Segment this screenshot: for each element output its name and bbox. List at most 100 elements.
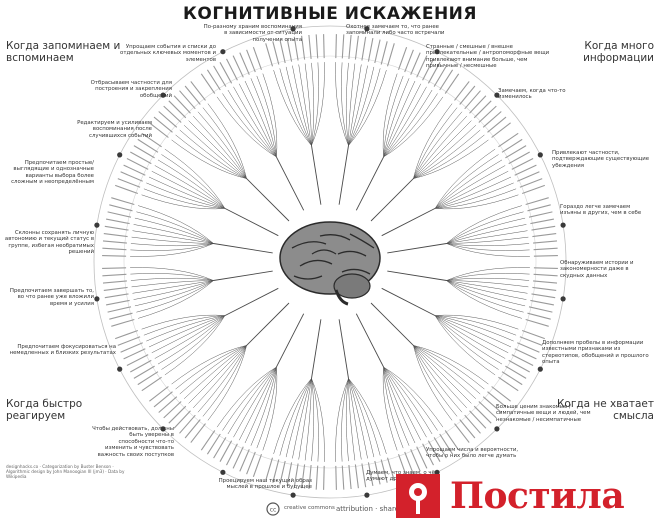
bias-label-mark <box>348 34 352 59</box>
bias-label-mark <box>104 225 129 231</box>
branch-leaf <box>341 378 349 462</box>
category-dot <box>537 152 543 158</box>
bias-label-mark <box>102 273 127 277</box>
bias-label-mark <box>133 365 155 379</box>
category-dot <box>560 222 566 228</box>
branch-leaf <box>335 62 349 146</box>
bias-label-mark <box>335 34 337 59</box>
branch-leaf <box>383 367 404 449</box>
bias-label-mark <box>149 122 169 138</box>
branch-leaf <box>383 367 416 444</box>
branch-leaf <box>311 62 319 146</box>
branch-leaf <box>183 125 247 179</box>
bias-label-mark <box>103 233 128 238</box>
category-dot <box>117 152 123 158</box>
branch-leaf <box>233 366 277 438</box>
bias-label-mark <box>153 391 173 408</box>
bias-label-mark <box>532 233 557 238</box>
bias-label-mark <box>279 39 286 64</box>
branch-leaf <box>133 280 214 300</box>
branch-leaf <box>207 345 247 421</box>
bias-label-mark <box>335 465 337 490</box>
note-simplify-probabilities: Упрощаем числа и вероятности, чтобы о ни… <box>426 447 519 460</box>
branch-leaf <box>292 65 312 146</box>
branch-leaf <box>188 120 247 179</box>
quadrant-label-act-fast: Когда быстро реагируем <box>6 398 83 422</box>
bias-label-mark <box>511 354 534 366</box>
note-confidence: Чтобы действовать, должны быть уверены в… <box>92 426 174 458</box>
branch-leaf <box>446 280 526 307</box>
branch-leaf <box>143 188 225 209</box>
watermark-text: Постила <box>450 475 625 517</box>
branch-leaf <box>383 367 410 446</box>
branch-leaf <box>161 154 226 209</box>
branch-leaf <box>446 205 522 244</box>
bias-label-mark <box>279 460 286 485</box>
bias-label-mark <box>168 100 187 119</box>
bias-label-mark <box>533 267 558 269</box>
branch-leaf <box>446 273 530 281</box>
branch-leaf <box>146 315 225 342</box>
branch-trunk <box>213 270 273 281</box>
bias-label-mark <box>505 365 527 379</box>
branch-leaf <box>345 378 349 462</box>
bias-label-mark <box>427 440 441 462</box>
branch-leaf <box>348 378 387 454</box>
branch-leaf <box>435 315 512 348</box>
bias-label-mark <box>530 218 555 225</box>
bias-label-mark <box>323 465 325 490</box>
branch-leaf <box>151 315 226 354</box>
bias-label-mark <box>501 138 523 153</box>
branch-trunk <box>338 145 349 205</box>
branch-leaf <box>413 103 453 179</box>
branch-leaf <box>383 86 427 158</box>
page-title: КОГНИТИВНЫЕ ИСКАЖЕНИЯ <box>182 4 477 24</box>
bias-label-mark <box>380 41 388 65</box>
bias-label-mark <box>123 348 146 360</box>
bias-label-mark <box>533 255 558 257</box>
branch-leaf <box>183 345 247 399</box>
bias-label-mark <box>104 293 129 299</box>
bias-label-mark <box>522 329 545 340</box>
watermark: Постила <box>392 468 654 524</box>
branch-leaf <box>222 366 277 431</box>
bias-label-mark <box>130 359 152 373</box>
bias-label-mark <box>158 111 178 128</box>
note-sunk-cost: Предпочитаем завершать то, во что ранее … <box>9 288 94 307</box>
bias-label-mark <box>501 371 523 386</box>
bias-label-mark <box>478 105 497 123</box>
category-dot <box>220 49 226 55</box>
branch-trunk <box>355 313 385 368</box>
branch-trunk <box>311 319 322 379</box>
branch-leaf <box>193 115 247 179</box>
branch-leaf <box>273 378 312 454</box>
bias-label-mark <box>416 446 428 469</box>
bias-label-mark <box>272 459 280 483</box>
branch-leaf <box>383 366 444 428</box>
branch-leaf <box>413 345 453 421</box>
branch-leaf <box>446 230 528 244</box>
bias-label-mark <box>206 433 221 455</box>
bias-label-mark <box>226 58 238 81</box>
bias-label-mark <box>163 401 182 419</box>
branch-leaf <box>132 280 214 294</box>
bias-label-mark <box>105 218 130 225</box>
bias-label-mark <box>464 90 481 110</box>
branch-leaf <box>413 345 477 399</box>
branch-leaf <box>143 315 225 336</box>
note-discard-specifics: Отбрасываем частности для построения и з… <box>90 80 172 99</box>
branch-leaf <box>227 366 277 435</box>
bias-label-mark <box>444 430 460 451</box>
bias-label-mark <box>508 151 530 165</box>
branch-trunk <box>387 243 447 254</box>
bias-label-mark <box>163 105 182 123</box>
category-dot <box>364 492 370 498</box>
bias-label-mark <box>184 85 201 105</box>
bias-label-mark <box>454 423 470 443</box>
quadrant-label-not-enough-meaning: Когда не хватает смысла <box>556 398 654 422</box>
branch-leaf <box>222 93 277 158</box>
branch-leaf <box>132 230 214 244</box>
bias-label-mark <box>386 43 395 67</box>
branch-leaf <box>348 378 356 461</box>
